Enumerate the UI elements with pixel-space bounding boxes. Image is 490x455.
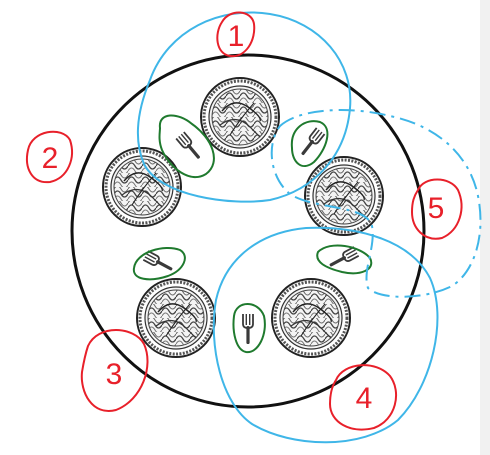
label-5: 5 (428, 192, 445, 225)
label-2: 2 (42, 142, 59, 175)
fork-circle-2 (290, 120, 329, 167)
fork-circle-1 (158, 114, 215, 179)
fork-circle-5 (316, 244, 373, 275)
label-1: 1 (228, 20, 245, 53)
blue-enclosure-philosopher-4 (212, 226, 439, 444)
plate-5 (303, 155, 385, 237)
plate-4 (270, 277, 352, 359)
label-3: 3 (106, 358, 123, 391)
blue-enclosure-philosopher-5-dashed (270, 109, 482, 298)
label-circle-1 (216, 11, 256, 58)
plate-1 (199, 76, 281, 158)
label-circle-4 (328, 364, 398, 431)
label-circle-5 (410, 178, 463, 240)
plate-3 (135, 277, 217, 359)
fork-circle-3 (132, 247, 186, 281)
scrollbar-track[interactable] (480, 0, 490, 455)
label-circle-3 (80, 329, 149, 412)
label-4: 4 (356, 382, 373, 415)
label-circle-2 (26, 130, 73, 184)
fork-circle-4 (232, 303, 266, 354)
